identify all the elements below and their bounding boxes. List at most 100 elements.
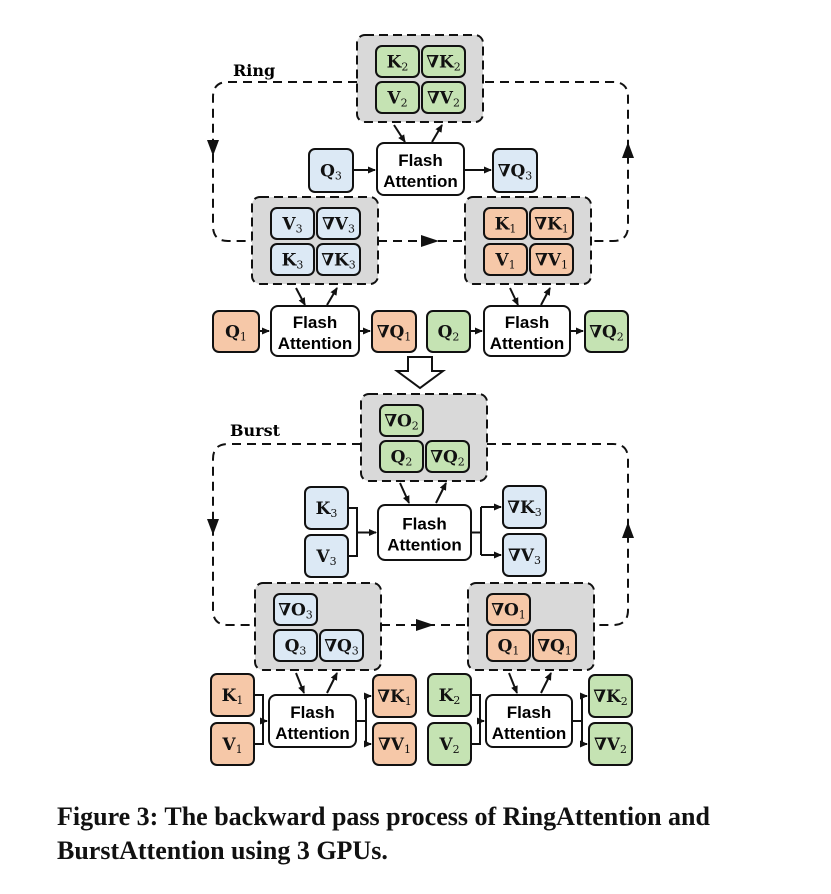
ring-left-group-tile-2: K3 bbox=[270, 243, 315, 276]
ring-flash-left-line1: Flash bbox=[293, 313, 337, 332]
ring-arrow-left-in bbox=[295, 287, 306, 306]
burst-left-group-tile-2-label: Q3 bbox=[285, 637, 307, 658]
ring-right-group-tile-0-label: K1 bbox=[495, 215, 517, 236]
ring-top-group-tile-2-label: V2 bbox=[386, 89, 407, 110]
burst-arrow-left-out bbox=[326, 672, 338, 694]
burst-right-group-tile-2-box bbox=[486, 629, 531, 662]
burst-right-in-1-label: V2 bbox=[438, 735, 459, 756]
ring-q1: Q1 bbox=[212, 310, 260, 353]
ring-left-group-tile-2-label: K3 bbox=[282, 251, 304, 272]
burst-arrow-left-in bbox=[295, 672, 305, 694]
burst-top-out-1: ∇V3 bbox=[502, 533, 547, 577]
burst-arrow-down-icon bbox=[207, 519, 219, 535]
ring-arrow-up-icon bbox=[622, 142, 634, 158]
burst-right-out-0-label: ∇K2 bbox=[593, 687, 628, 708]
transition-arrow-icon bbox=[393, 356, 447, 390]
burst-top-in-0: K3 bbox=[304, 486, 349, 530]
burst-right-in-0-label: K2 bbox=[439, 686, 461, 707]
ring-arrow-top-in bbox=[393, 124, 406, 143]
burst-right-out-1-box bbox=[588, 722, 633, 766]
ring-right-group-tile-2-box bbox=[483, 243, 528, 276]
burst-left-in-0-label: K1 bbox=[222, 686, 244, 707]
burst-top-out-0-label: ∇K3 bbox=[507, 498, 542, 519]
burst-top-group-tile-2-box bbox=[379, 440, 424, 473]
ring-left-group-tile-0-box bbox=[270, 207, 315, 240]
ring-arrow-down-icon bbox=[207, 140, 219, 156]
ring-left-group-tile-0-label: V3 bbox=[281, 215, 302, 236]
ring-left-group-tile-3-box bbox=[316, 243, 361, 276]
burst-right-join-line bbox=[471, 694, 481, 745]
burst-top-out-1-label: ∇V3 bbox=[508, 546, 541, 567]
ring-right-group-tile-2-label: V1 bbox=[494, 251, 515, 272]
burst-right-flash-line1: Flash bbox=[507, 703, 551, 722]
burst-left-group-tile-2-box bbox=[273, 629, 318, 662]
ring-q2: Q2 bbox=[426, 310, 471, 353]
ring-q2-label: Q2 bbox=[438, 323, 460, 344]
burst-top-group-tile-0: ∇O2 bbox=[379, 404, 424, 437]
ring-flash-top-line2: Attention bbox=[383, 172, 458, 191]
burst-right-out-1-label: ∇V2 bbox=[594, 735, 627, 756]
ring-left-group-tile-1-label: ∇V3 bbox=[322, 215, 355, 236]
ring-top-group-tile-1-box bbox=[421, 45, 466, 78]
burst-top-group-tile-2: Q2 bbox=[379, 440, 424, 473]
burst-right-out-1: ∇V2 bbox=[588, 722, 633, 766]
ring-dq2-label: ∇Q2 bbox=[589, 323, 624, 344]
figure-caption: Figure 3: The backward pass process of R… bbox=[57, 802, 710, 865]
ring-left-group-tile-3: ∇K3 bbox=[316, 243, 361, 276]
burst-left-out-0: ∇K1 bbox=[372, 674, 417, 718]
ring-loop-left bbox=[212, 81, 357, 242]
ring-flash-right-line2: Attention bbox=[490, 334, 565, 353]
burst-arrow-top-in bbox=[399, 482, 410, 504]
ring-top-group-tile-3: ∇V2 bbox=[421, 81, 466, 114]
burst-left-join-line bbox=[254, 694, 264, 745]
burst-right-group-tile-3: ∇Q1 bbox=[532, 629, 577, 662]
ring-top-group-tile-0-label: K2 bbox=[387, 53, 409, 74]
ring-arrow-left-out bbox=[326, 287, 338, 306]
burst-right-group-tile-0: ∇O1 bbox=[486, 593, 531, 626]
burst-arrow-top-out bbox=[435, 482, 447, 504]
ring-top-group-tile-0: K2 bbox=[375, 45, 420, 78]
burst-left-flash-line1: Flash bbox=[290, 703, 334, 722]
ring-label: Ring bbox=[233, 61, 275, 80]
burst-left-in-1-label: V1 bbox=[221, 735, 242, 756]
ring-top-group-tile-3-box bbox=[421, 81, 466, 114]
ring-dq3-box bbox=[492, 148, 538, 193]
burst-arrow-right-out bbox=[540, 672, 552, 694]
burst-left-group-tile-0-label: ∇O3 bbox=[278, 601, 313, 622]
ring-right-group-tile-2: V1 bbox=[483, 243, 528, 276]
burst-right-out-0-box bbox=[588, 674, 633, 718]
ring-arrow-top-out bbox=[431, 124, 443, 143]
ring-flash-top-line1: Flash bbox=[398, 151, 442, 170]
ring-right-group-tile-0-box bbox=[483, 207, 528, 240]
ring-left-group-tile-0: V3 bbox=[270, 207, 315, 240]
burst-right-in-1: V2 bbox=[427, 722, 472, 766]
burst-top-group-tile-2-label: Q2 bbox=[391, 448, 413, 469]
ring-dq1-label: ∇Q1 bbox=[377, 323, 412, 344]
ring-q1-label: Q1 bbox=[225, 323, 247, 344]
burst-top-group-tile-0-label: ∇O2 bbox=[384, 412, 419, 433]
burst-left-in-1: V1 bbox=[210, 722, 255, 766]
burst-label: Burst bbox=[230, 421, 281, 440]
burst-top-flash-line1: Flash bbox=[402, 515, 446, 534]
ring-right-group-tile-3-label: ∇V1 bbox=[535, 251, 568, 272]
burst-left-in-0: K1 bbox=[210, 673, 255, 717]
burst-left-group-tile-0-box bbox=[273, 593, 318, 626]
ring-arrow-right-out bbox=[540, 287, 551, 306]
ring-right-group-tile-1: ∇K1 bbox=[529, 207, 574, 240]
burst-arrow-right-icon bbox=[416, 619, 434, 631]
burst-right-group-tile-0-label: ∇O1 bbox=[491, 601, 526, 622]
ring-left-group-tile-1: ∇V3 bbox=[316, 207, 361, 240]
burst-right-group-tile-3-label: ∇Q1 bbox=[537, 637, 572, 658]
ring-flash-right-line1: Flash bbox=[505, 313, 549, 332]
ring-top-group-tile-1-label: ∇K2 bbox=[426, 53, 461, 74]
burst-left-group-tile-3-box bbox=[319, 629, 364, 662]
burst-top-out-0-box bbox=[502, 485, 547, 529]
burst-top-group-tile-0-box bbox=[379, 404, 424, 437]
ring-dq3-label: ∇Q3 bbox=[498, 162, 533, 183]
